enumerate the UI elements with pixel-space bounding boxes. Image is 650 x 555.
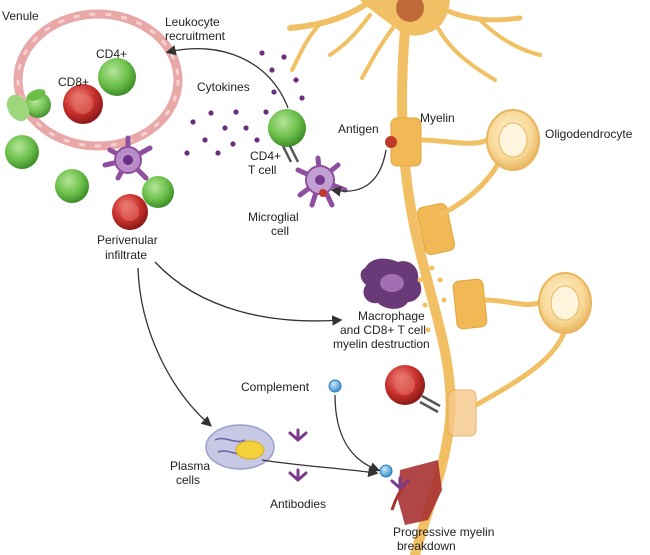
perivenular-cells: [5, 135, 174, 230]
label-plasma-1: Plasma: [170, 459, 210, 473]
label-cd8-venule: CD8+: [58, 75, 89, 89]
label-cd4-tcell-1: CD4+: [250, 149, 281, 163]
label-complement: Complement: [241, 380, 310, 394]
label-cytokines: Cytokines: [197, 80, 250, 94]
labels: Venule Leukocyte recruitment CD4+ CD8+ C…: [2, 9, 633, 553]
cytokine-dots: [184, 50, 305, 156]
complement-bound: [379, 464, 393, 478]
label-microglial-2: cell: [271, 224, 289, 238]
label-macrophage-3: myelin destruction: [333, 337, 430, 351]
label-leukocyte-1: Leukocyte: [165, 15, 220, 29]
label-cd4-venule: CD4+: [96, 47, 127, 61]
macrophage: [360, 258, 422, 309]
label-myelin: Myelin: [420, 111, 455, 125]
label-cd4-tcell-2: T cell: [248, 163, 276, 177]
venule: [13, 9, 183, 151]
myelin-debris: [417, 265, 448, 343]
antigen-dot: [385, 136, 397, 148]
cd4-t-cell-center: [268, 109, 306, 163]
label-perivenular-2: infiltrate: [105, 248, 147, 262]
label-macrophage-2: and CD8+ T cell: [340, 323, 426, 337]
label-progressive-2: breakdown: [397, 539, 456, 553]
neuron-nucleus: [396, 0, 424, 22]
microglial-cell-center: [295, 155, 348, 208]
complement-protein: [328, 379, 342, 393]
label-antigen: Antigen: [338, 122, 379, 136]
label-leukocyte-2: recruitment: [165, 29, 226, 43]
label-macrophage-1: Macrophage: [358, 309, 425, 323]
cd8-t-cell-attack: [385, 365, 441, 414]
arrows: [137, 45, 387, 478]
label-perivenular-1: Perivenular: [97, 233, 158, 247]
label-antibodies: Antibodies: [270, 497, 326, 511]
label-microglial-1: Microglial: [248, 210, 299, 224]
myelin-breakdown: [390, 460, 442, 525]
label-oligodendrocyte: Oligodendrocyte: [545, 127, 633, 141]
myelin-sheaths: [390, 117, 488, 437]
antibodies: [288, 428, 410, 490]
microglia-infiltrate: [102, 135, 153, 181]
label-progressive-1: Progressive myelin: [393, 525, 494, 539]
cd4-cell-venule: [98, 58, 136, 96]
oligodendrocyte-lower: [474, 272, 592, 408]
oligodendrocyte-upper: [420, 109, 540, 218]
label-plasma-2: cells: [176, 473, 200, 487]
label-venule: Venule: [2, 9, 39, 23]
plasma-cell: [205, 424, 275, 470]
